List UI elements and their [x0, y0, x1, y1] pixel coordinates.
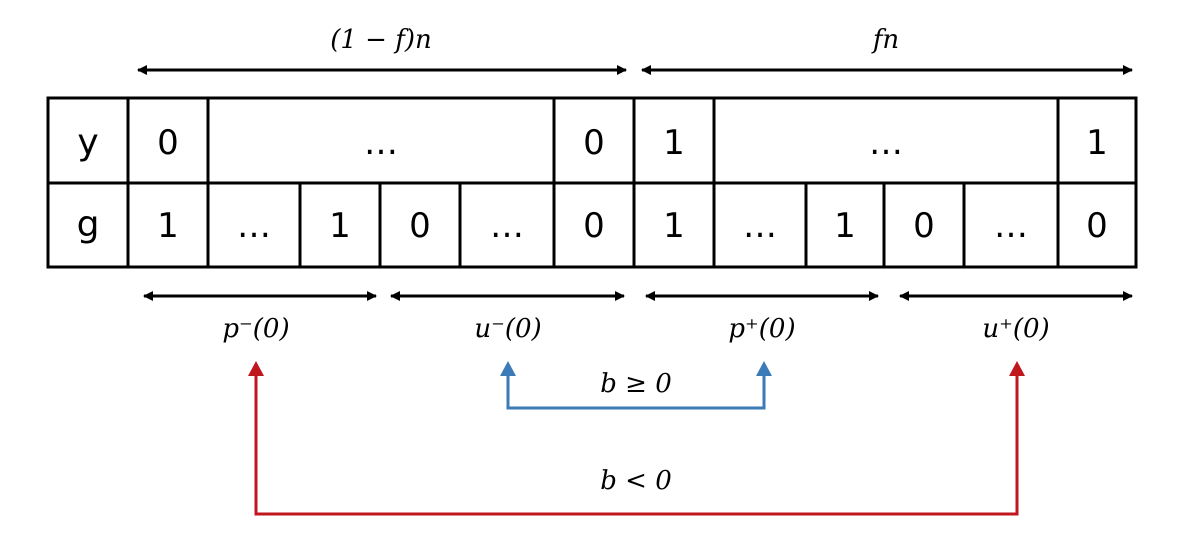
link-b-neg-label: b < 0	[600, 466, 672, 496]
top-span-left-label: (1 − f)n	[330, 25, 432, 55]
y-cell: 0	[583, 123, 605, 163]
bottom-span-u-plus: u⁺(0)	[899, 291, 1133, 344]
table	[46, 96, 1138, 269]
g-cell: 1	[329, 206, 351, 246]
y-cell: 1	[1086, 123, 1108, 163]
row-header-y: y	[77, 122, 98, 163]
g-cell: 1	[834, 206, 856, 246]
top-span-left: (1 − f)n	[137, 25, 627, 75]
bottom-span-p-plus: p⁺(0)	[645, 291, 879, 344]
g-cell: 1	[663, 206, 685, 246]
link-b-neg-arrowhead-left	[248, 361, 264, 376]
link-b-neg-path	[254, 374, 1019, 516]
link-b-nonneg-path	[506, 374, 766, 410]
bottom-span-label: p⁺(0)	[728, 314, 795, 344]
bottom-span-label: p⁻(0)	[222, 314, 289, 344]
y-cell: …	[364, 123, 398, 163]
top-span-right-label: fn	[871, 25, 899, 55]
y-cell: 0	[157, 123, 179, 163]
g-cell: 0	[409, 206, 431, 246]
y-cell: …	[869, 123, 903, 163]
bottom-span-p-minus: p⁻(0)	[143, 291, 377, 344]
link-b-nonneg-arrowhead-right	[756, 361, 772, 376]
g-cell: 0	[583, 206, 605, 246]
bottom-span-label: u⁺(0)	[982, 314, 1049, 344]
y-cell: 1	[663, 123, 685, 163]
g-cell: 0	[1086, 206, 1108, 246]
g-cell: 1	[157, 206, 179, 246]
link-b-nonneg-arrowhead-left	[500, 361, 516, 376]
g-cell: …	[743, 206, 777, 246]
row-header-g: g	[77, 204, 100, 245]
bottom-span-u-minus: u⁻(0)	[390, 291, 625, 344]
top-span-right: fn	[641, 25, 1133, 75]
link-b-neg: b < 0	[248, 361, 1025, 516]
g-cell: …	[490, 206, 524, 246]
g-cell: …	[237, 206, 271, 246]
link-b-nonneg: b ≥ 0	[500, 361, 772, 410]
link-b-neg-arrowhead-right	[1009, 361, 1025, 376]
g-cell: 0	[913, 206, 935, 246]
g-cell: …	[994, 206, 1028, 246]
link-b-nonneg-label: b ≥ 0	[600, 369, 672, 399]
bottom-span-label: u⁻(0)	[474, 314, 541, 344]
